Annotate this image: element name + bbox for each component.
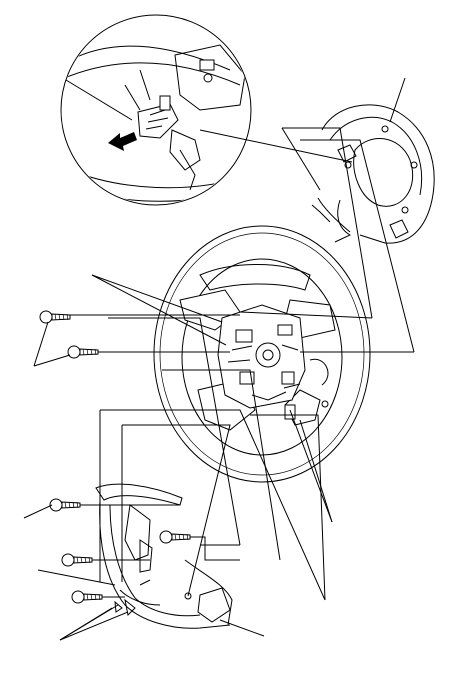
- cover-to-wheel-line-2: [300, 139, 415, 353]
- wheel-top-pad: [199, 264, 311, 291]
- hub-connector-4: [281, 371, 295, 385]
- wheel-mount-hole: [321, 400, 329, 408]
- callout-wheel-lower-leader-1: [299, 419, 333, 523]
- lower-cover-grip: [197, 587, 231, 623]
- rear-cover-opening: [353, 138, 414, 207]
- lower-cover-inner: [109, 504, 201, 617]
- rear-cover: [311, 104, 435, 244]
- lower-cover-switch: [139, 539, 153, 573]
- inset-rim-arc-2: [62, 62, 241, 86]
- inset-hole: [203, 73, 213, 83]
- wheel-hub-boss: [255, 342, 281, 368]
- screw-6-icon: [71, 590, 103, 604]
- callout-screw-leader-1: [33, 321, 49, 367]
- hub-to-lower-line-3: [100, 409, 326, 601]
- callout-harness-leader: [37, 569, 116, 586]
- callout-rear-cover-leader: [389, 77, 406, 123]
- rear-cover-screw-hole-4: [401, 206, 409, 214]
- release-arrow-icon: [108, 132, 137, 151]
- callout-wheel-lower-leader-2: [289, 409, 333, 523]
- lower-cover-outer: [99, 499, 231, 629]
- callout-screw-3-leader: [23, 504, 53, 519]
- wheel-rim-inner: [181, 258, 343, 456]
- inset-rim-arc-4: [79, 189, 241, 202]
- screw-4-line: [190, 536, 240, 561]
- lower-cover: [95, 483, 233, 629]
- wheel-rim-outer: [153, 225, 371, 483]
- wheel-rim-outer-edge: [159, 232, 365, 476]
- detail-inset: [60, 14, 252, 206]
- rear-cover-screw-hole-2: [410, 161, 418, 169]
- rear-cover-edge: [311, 204, 331, 223]
- screw-5-icon: [61, 553, 93, 567]
- inset-content: [62, 44, 250, 202]
- callout-inset-leader: [65, 79, 133, 121]
- screw-4-icon: [159, 530, 191, 544]
- callout-wheel-left-leader-2: [91, 274, 227, 346]
- lower-cover-upper-flange: [95, 483, 183, 506]
- inset-wires: [124, 69, 151, 111]
- hub-to-lower-line-1: [108, 317, 241, 546]
- hub-to-lower-line-2: [162, 369, 281, 561]
- callout-grip-leader: [219, 619, 265, 637]
- lower-cover-harness: [139, 579, 151, 586]
- wheel-right-line-1: [239, 311, 373, 319]
- inset-circle: [60, 14, 252, 206]
- screw-1-icon: [39, 310, 71, 324]
- lower-cover-screw-hole: [184, 592, 192, 600]
- hub-bracket: [284, 404, 296, 420]
- hub-detail-lines: [227, 344, 301, 389]
- callout-clips-leader-3: [59, 607, 113, 641]
- rear-cover-tab: [389, 219, 409, 239]
- inset-housing: [174, 44, 246, 111]
- callout-clips-leader-2: [59, 611, 129, 641]
- inset-connector-latch: [159, 95, 171, 111]
- lower-cover-right-edge: [184, 559, 233, 626]
- inset-harness: [179, 149, 196, 191]
- rear-cover-clip: [337, 144, 357, 163]
- inset-bracket: [169, 129, 201, 171]
- screw-2-icon: [67, 345, 99, 359]
- inset-connector-ribs: [145, 109, 169, 130]
- rear-cover-screw-hole-3: [344, 161, 352, 169]
- hub-connector-1: [235, 329, 253, 343]
- inset-to-cover-line: [199, 129, 353, 163]
- rear-cover-rim: [329, 116, 423, 196]
- hub-harness: [251, 391, 287, 401]
- hub-connector-2: [277, 324, 293, 336]
- lower-cover-bracket: [124, 504, 151, 561]
- rear-cover-screw-hole-1: [381, 125, 389, 133]
- hub-to-lower-line-5: [250, 414, 326, 601]
- lower-cover-seam: [119, 589, 161, 606]
- screw-3-icon: [49, 498, 81, 512]
- leader-lines: [23, 77, 415, 641]
- cover-to-wheel-line-1: [282, 127, 373, 319]
- wheel-right-trim: [309, 358, 329, 386]
- cover-to-wheel-line-3: [281, 127, 321, 191]
- rear-cover-lip: [317, 197, 351, 233]
- callout-wheel-left-leader-1: [91, 274, 223, 323]
- hub-to-lower-line-4: [122, 424, 231, 597]
- screws: [39, 310, 191, 604]
- steering-wheel: [153, 225, 371, 483]
- rear-cover-outline: [321, 104, 435, 244]
- wheel-hub: [217, 304, 306, 409]
- inset-tab: [199, 59, 215, 71]
- wheel-hub-nut: [262, 349, 274, 361]
- callout-screw-leader-2: [33, 354, 71, 367]
